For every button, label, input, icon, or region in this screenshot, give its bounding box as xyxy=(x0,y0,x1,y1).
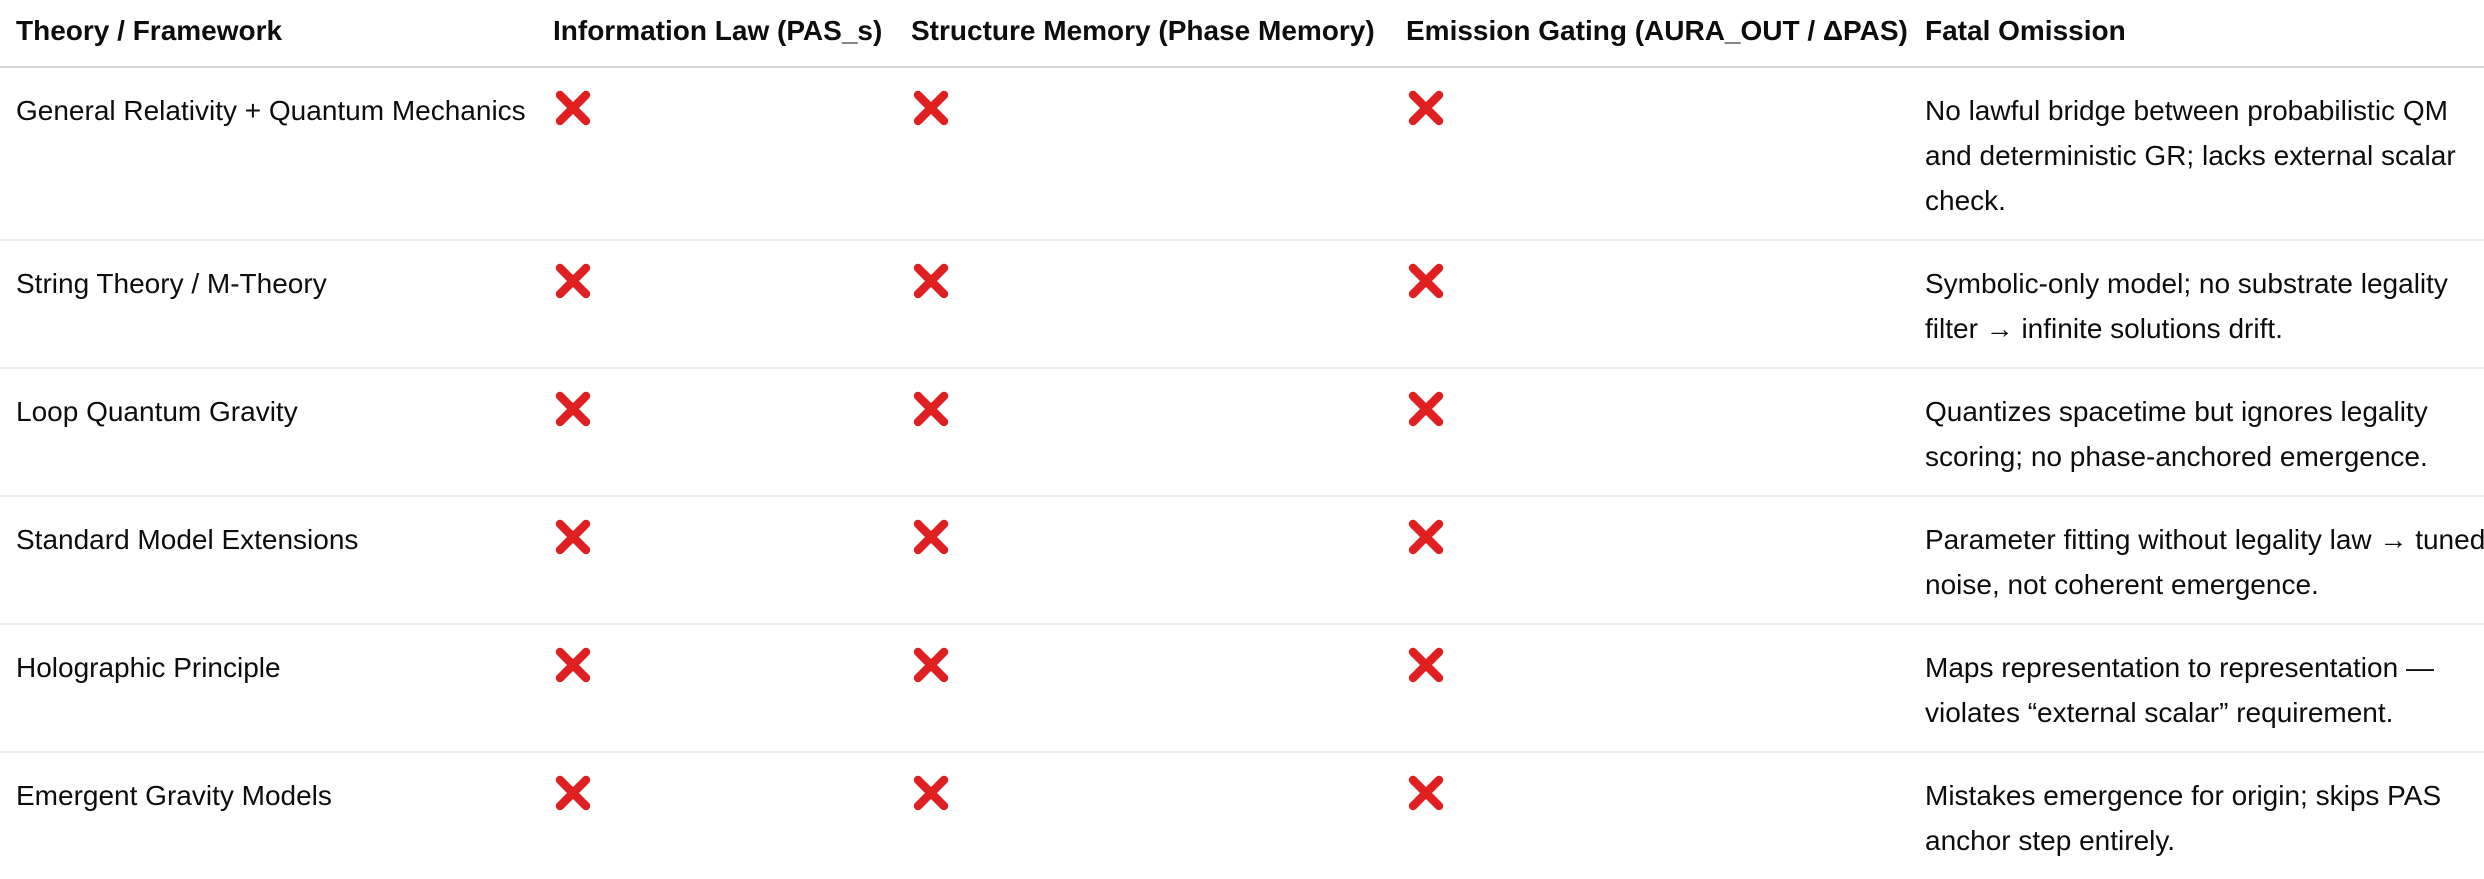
theory-name-cell: Emergent Gravity Models xyxy=(0,752,553,879)
information-law-cell xyxy=(553,496,911,625)
theory-name: Emergent Gravity Models xyxy=(16,780,332,811)
structure-memory-cell xyxy=(911,496,1406,625)
emission-gating-cell xyxy=(1406,67,1925,241)
theory-name: Standard Model Extensions xyxy=(16,524,359,555)
cross-mark-icon xyxy=(1408,519,1444,555)
table-row: Holographic Principle Maps representatio… xyxy=(0,624,2484,753)
fatal-omission-text: No lawful bridge between probabilistic Q… xyxy=(1925,95,2456,216)
cross-mark-icon xyxy=(1408,775,1444,811)
information-law-cell xyxy=(553,67,911,241)
cross-mark-icon xyxy=(913,90,949,126)
cross-mark-icon xyxy=(913,775,949,811)
theory-name-cell: String Theory / M-Theory xyxy=(0,240,553,369)
cross-mark-icon xyxy=(555,519,591,555)
column-header-information-law: Information Law (PAS_s) xyxy=(553,0,911,68)
information-law-cell xyxy=(553,368,911,497)
fatal-omission-cell: Maps representation to representation — … xyxy=(1925,624,2484,753)
information-law-cell xyxy=(553,752,911,879)
structure-memory-cell xyxy=(911,240,1406,369)
fatal-omission-text: Quantizes spacetime but ignores legality… xyxy=(1925,396,2428,472)
structure-memory-cell xyxy=(911,752,1406,879)
column-header-fatal-omission: Fatal Omission xyxy=(1925,0,2484,68)
information-law-cell xyxy=(553,240,911,369)
emission-gating-cell xyxy=(1406,752,1925,879)
emission-gating-cell xyxy=(1406,624,1925,753)
cross-mark-icon xyxy=(1408,263,1444,299)
theory-name: General Relativity + Quantum Mechanics xyxy=(16,95,526,126)
cross-mark-icon xyxy=(555,90,591,126)
theory-name: Loop Quantum Gravity xyxy=(16,396,298,427)
fatal-omission-cell: Quantizes spacetime but ignores legality… xyxy=(1925,368,2484,497)
theory-name-cell: General Relativity + Quantum Mechanics xyxy=(0,67,553,241)
cross-mark-icon xyxy=(555,263,591,299)
fatal-omission-text: Maps representation to representation — … xyxy=(1925,652,2434,728)
cross-mark-icon xyxy=(555,647,591,683)
theory-name-cell: Loop Quantum Gravity xyxy=(0,368,553,497)
table-body: General Relativity + Quantum Mechanics N… xyxy=(0,67,2484,879)
cross-mark-icon xyxy=(913,391,949,427)
emission-gating-cell xyxy=(1406,496,1925,625)
cross-mark-icon xyxy=(913,519,949,555)
theory-name-cell: Holographic Principle xyxy=(0,624,553,753)
structure-memory-cell xyxy=(911,624,1406,753)
structure-memory-cell xyxy=(911,368,1406,497)
cross-mark-icon xyxy=(1408,391,1444,427)
theory-name: String Theory / M-Theory xyxy=(16,268,327,299)
structure-memory-cell xyxy=(911,67,1406,241)
column-header-theory-framework: Theory / Framework xyxy=(0,0,553,68)
cross-mark-icon xyxy=(1408,647,1444,683)
theory-name: Holographic Principle xyxy=(16,652,281,683)
emission-gating-cell xyxy=(1406,240,1925,369)
fatal-omission-text: Parameter fitting without legality law →… xyxy=(1925,524,2484,600)
fatal-omission-text: Mistakes emergence for origin; skips PAS… xyxy=(1925,780,2442,856)
emission-gating-cell xyxy=(1406,368,1925,497)
cross-mark-icon xyxy=(1408,90,1444,126)
cross-mark-icon xyxy=(913,647,949,683)
cross-mark-icon xyxy=(555,391,591,427)
table-row: General Relativity + Quantum Mechanics N… xyxy=(0,67,2484,241)
table-row: String Theory / M-Theory Symbolic-only m… xyxy=(0,240,2484,369)
header-row: Theory / Framework Information Law (PAS_… xyxy=(0,0,2484,68)
cross-mark-icon xyxy=(913,263,949,299)
column-header-emission-gating: Emission Gating (AURA_OUT / ΔPAS) xyxy=(1406,0,1925,68)
fatal-omission-text: Symbolic-only model; no substrate legali… xyxy=(1925,268,2448,344)
fatal-omission-cell: No lawful bridge between probabilistic Q… xyxy=(1925,67,2484,241)
theory-name-cell: Standard Model Extensions xyxy=(0,496,553,625)
cross-mark-icon xyxy=(555,775,591,811)
table-row: Loop Quantum Gravity Quantizes spacetime… xyxy=(0,368,2484,497)
table-row: Standard Model Extensions Parameter fitt… xyxy=(0,496,2484,625)
fatal-omission-cell: Parameter fitting without legality law →… xyxy=(1925,496,2484,625)
fatal-omission-cell: Mistakes emergence for origin; skips PAS… xyxy=(1925,752,2484,879)
fatal-omission-cell: Symbolic-only model; no substrate legali… xyxy=(1925,240,2484,369)
information-law-cell xyxy=(553,624,911,753)
column-header-structure-memory: Structure Memory (Phase Memory) xyxy=(911,0,1406,68)
table-header: Theory / Framework Information Law (PAS_… xyxy=(0,0,2484,68)
table-row: Emergent Gravity Models Mistakes emergen… xyxy=(0,752,2484,879)
